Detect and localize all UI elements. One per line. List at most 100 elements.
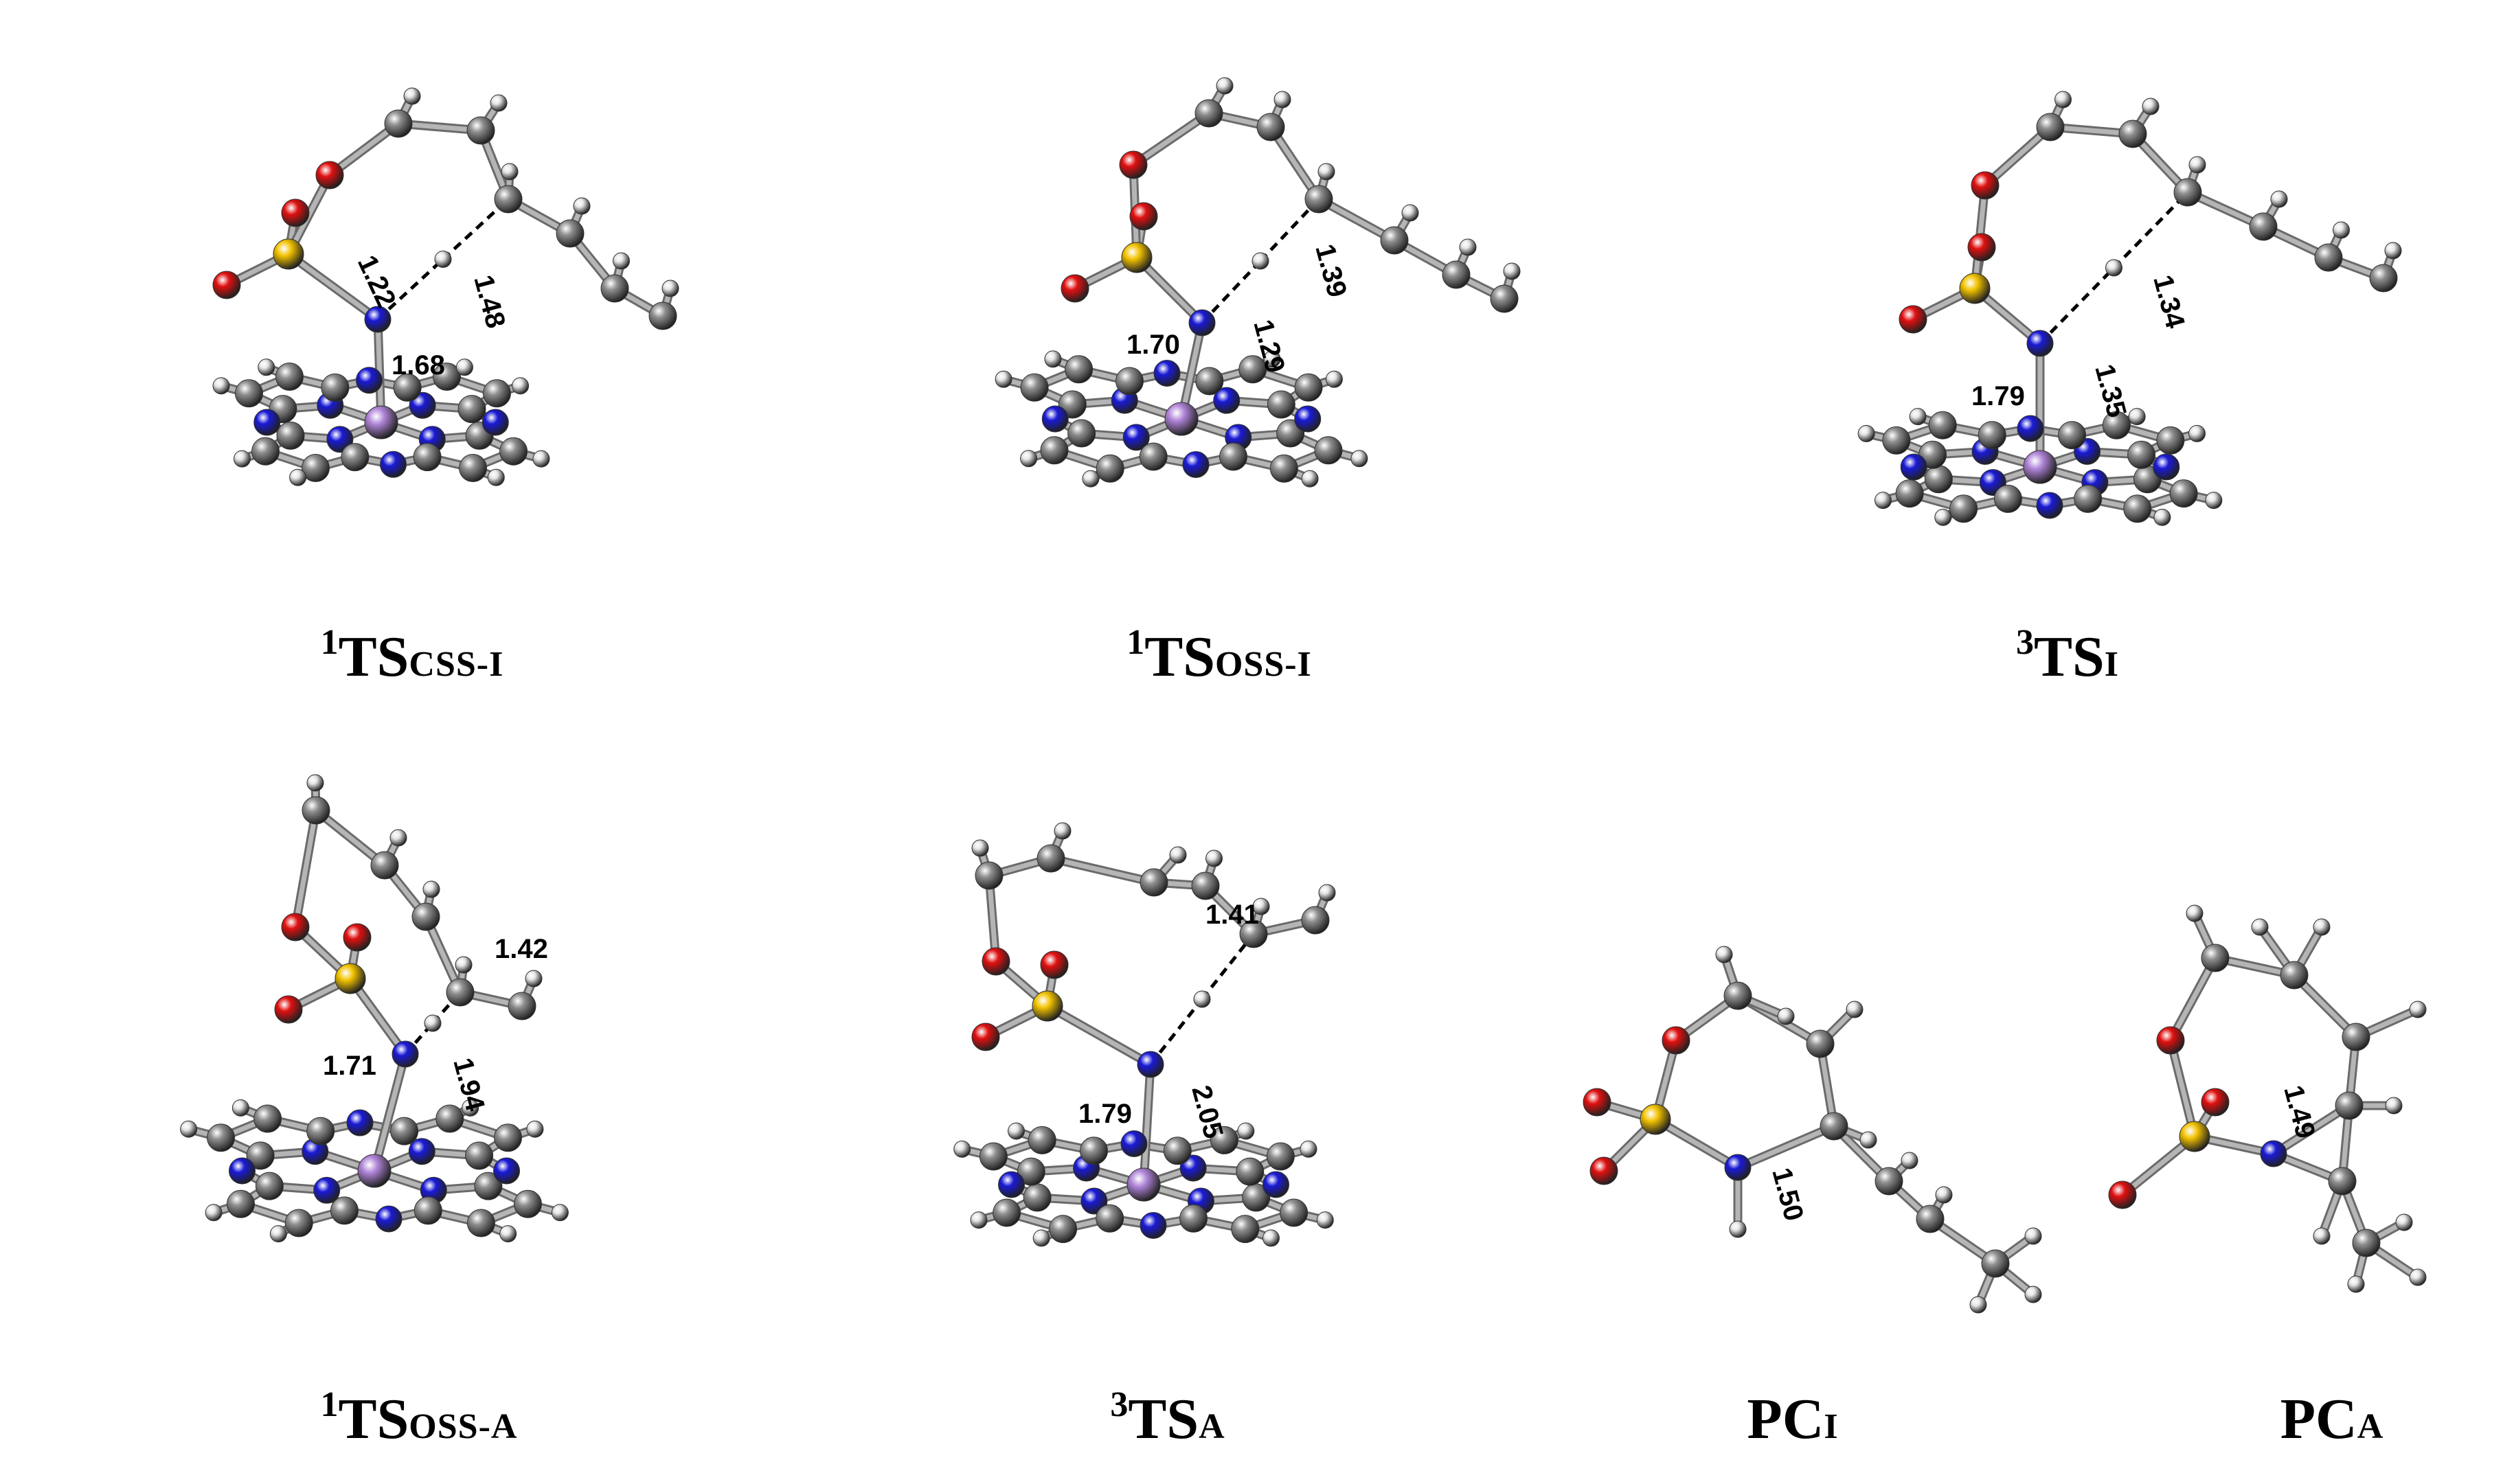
- bond-highlight: [1735, 1123, 1837, 1170]
- atom-C: [1916, 1205, 1945, 1233]
- distance-label: 1.48: [468, 272, 511, 332]
- atom-C: [1280, 1198, 1309, 1227]
- atom-H: [2251, 918, 2269, 936]
- distance-label: 1.42: [495, 934, 548, 964]
- atom-C: [1219, 442, 1248, 471]
- atom-C: [993, 1198, 1021, 1227]
- atom-N: [2026, 330, 2054, 357]
- atom-C: [1949, 494, 1978, 523]
- label-1ts-css-i: 1TSCSS-I: [320, 623, 504, 689]
- atom-H: [1909, 408, 1927, 426]
- atom-C: [1267, 390, 1295, 419]
- atom-H: [1263, 350, 1281, 368]
- atom-O: [2156, 1026, 2185, 1055]
- distance-label: 1.34: [2147, 272, 2190, 332]
- atom-C: [234, 379, 263, 408]
- atom-S: [1121, 242, 1153, 273]
- bond-highlight: [372, 1051, 408, 1174]
- atom-O: [2108, 1180, 2137, 1209]
- atom-H: [1273, 91, 1291, 109]
- atom-C: [499, 437, 528, 466]
- atom-C: [306, 1117, 335, 1145]
- atom-C: [1238, 355, 1267, 384]
- bond-highlight: [286, 251, 381, 322]
- atom-H: [205, 1204, 223, 1222]
- atom-H: [269, 1225, 287, 1243]
- atom-H: [1237, 1122, 1255, 1140]
- dashed-bond: [1149, 998, 1203, 1066]
- atom-H: [289, 468, 307, 486]
- atom-C: [1194, 99, 1223, 128]
- atom-C: [1231, 1215, 1260, 1244]
- atom-H: [2347, 1275, 2365, 1293]
- atom-H: [1318, 884, 1336, 902]
- bond-highlight: [313, 808, 387, 868]
- atom-C: [1806, 1029, 1835, 1058]
- atom-N: [1182, 451, 1210, 478]
- atom-H: [1459, 238, 1477, 256]
- atom-O: [1061, 274, 1089, 303]
- bond-highlight: [1653, 1117, 1741, 1170]
- atom-S: [1032, 990, 1063, 1022]
- atom-H: [1969, 1296, 1987, 1314]
- atom-C: [284, 1209, 313, 1237]
- atom-H: [573, 197, 591, 215]
- atom-C: [246, 1141, 275, 1170]
- label-1ts-oss-i: 1TSOSS-I: [1126, 623, 1312, 689]
- atom-H: [306, 774, 324, 792]
- atom-C: [1040, 436, 1069, 465]
- atom-N: [1900, 453, 1927, 481]
- atom-H: [1032, 1229, 1050, 1247]
- atom-C: [465, 1141, 494, 1170]
- bond-highlight: [2120, 1134, 2197, 1198]
- atom-N: [1137, 1051, 1164, 1078]
- atom-C: [2127, 440, 2156, 469]
- atom-H: [1252, 898, 1270, 915]
- atom-C: [1115, 367, 1144, 396]
- atom-H: [1316, 1211, 1334, 1229]
- atom-O: [1040, 950, 1069, 979]
- distance-label: 2.05: [1186, 1082, 1229, 1142]
- atom-C: [1049, 1215, 1078, 1244]
- atom-C: [466, 1209, 495, 1237]
- atom-C: [1875, 1167, 1903, 1196]
- atom-C: [513, 1189, 542, 1218]
- atom-S: [273, 238, 304, 270]
- atom-H: [1205, 849, 1223, 867]
- atom-N: [380, 450, 407, 478]
- atom-N: [1262, 1171, 1289, 1198]
- atom-H: [970, 1211, 988, 1229]
- atom-C: [390, 1117, 419, 1145]
- atom-H: [1859, 1131, 1877, 1149]
- atom-N: [998, 1171, 1025, 1198]
- atom-N: [1122, 424, 1150, 451]
- atom-S: [1640, 1104, 1671, 1135]
- atom-C: [459, 453, 488, 482]
- atom-H: [462, 1099, 479, 1117]
- atom-N: [1188, 309, 1216, 336]
- atom-H: [2186, 904, 2204, 922]
- atom-H: [1935, 1186, 1953, 1204]
- bond-highlight: [293, 808, 319, 930]
- atom-N: [493, 1157, 520, 1185]
- atom-O: [971, 1023, 1000, 1051]
- atom-H: [2024, 1227, 2042, 1245]
- atom-C: [474, 1172, 503, 1200]
- atom-M: [2023, 450, 2057, 484]
- atom-H: [403, 87, 421, 105]
- atom-H: [1008, 1122, 1026, 1140]
- atom-H: [180, 1120, 198, 1138]
- bond-highlight: [1316, 196, 1397, 243]
- atom-C: [1096, 454, 1124, 483]
- atom-C: [494, 185, 523, 214]
- atom-C: [1067, 419, 1096, 448]
- atom-C: [2314, 243, 2343, 272]
- atom-H: [1777, 1007, 1795, 1025]
- label-pc-i: PCI: [1747, 1387, 1839, 1451]
- distance-label: 1.79: [1971, 381, 2025, 411]
- atom-H: [1044, 350, 1062, 368]
- atom-C: [1490, 284, 1519, 313]
- atom-C: [2173, 178, 2202, 207]
